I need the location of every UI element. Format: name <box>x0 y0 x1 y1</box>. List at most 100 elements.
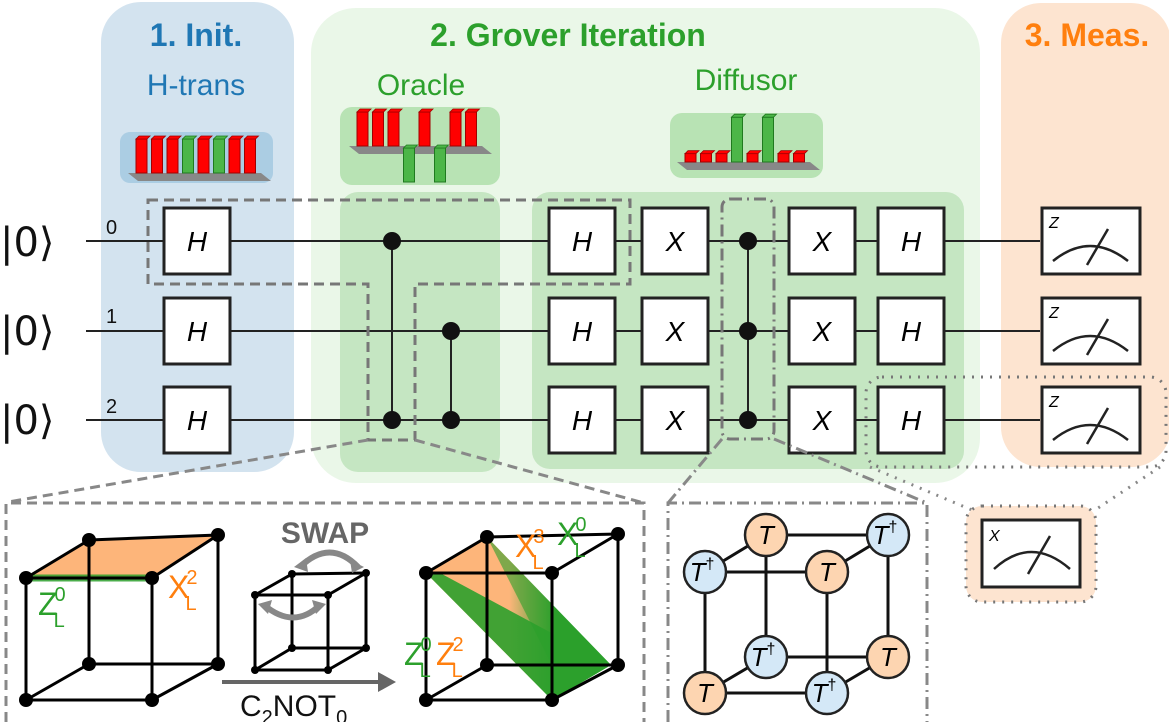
meter-arc-icon <box>1052 423 1129 441</box>
amplitude-bar-top <box>135 135 151 140</box>
amplitude-bar <box>213 138 225 174</box>
gate-label: H <box>572 226 593 257</box>
qubit-ket-0: |0⟩ <box>0 220 55 266</box>
amplitude-bar <box>762 116 774 163</box>
ccz-highlight-dashdot <box>720 197 776 441</box>
oracle-amplitude-histogram <box>349 108 492 183</box>
diagonal-plane-green <box>426 573 611 700</box>
z-measurement-meter: Z <box>1040 206 1142 276</box>
svg-text:T: T <box>880 642 898 672</box>
qubit-ket-2: |0⟩ <box>0 398 55 444</box>
amplitude-bar-top <box>212 135 229 140</box>
init-stage-title: 1. Init. <box>150 17 242 53</box>
amplitude-bar <box>465 111 477 147</box>
amplitude-bar-top <box>387 108 403 113</box>
svg-text:T: T <box>758 520 776 550</box>
amplitude-bar-top <box>464 108 481 113</box>
control-dot <box>383 411 401 429</box>
gate-label: X <box>812 226 833 257</box>
inset-connector <box>773 437 928 505</box>
t-gate-node: T <box>865 634 911 680</box>
gate-label: X <box>665 226 686 257</box>
inset-connector <box>414 438 645 505</box>
hadamard-gate: H <box>547 296 617 366</box>
hadamard-gate: H <box>547 206 617 276</box>
meter-needle-icon <box>1085 407 1110 445</box>
amplitude-bar-top <box>166 135 182 140</box>
svg-text:T†: T† <box>690 556 715 587</box>
hadamard-gate: H <box>876 385 946 455</box>
meas-stage-title: 3. Meas. <box>1025 17 1150 53</box>
control-dot <box>739 232 757 250</box>
hadamard-gate: H <box>876 206 946 276</box>
grover-stage-title: 2. Grover Iteration <box>430 17 706 53</box>
pauli-x-gate: X <box>787 385 857 455</box>
histogram-shelf <box>677 162 820 170</box>
svg-text:T†: T† <box>751 641 776 672</box>
amplitude-bar-top <box>150 135 167 140</box>
gate-label: H <box>901 405 922 436</box>
t-dagger-gate-node: T† <box>682 549 728 595</box>
gate-label: X <box>812 316 833 347</box>
meter-arc-icon <box>1052 244 1129 262</box>
amplitude-bar <box>372 111 384 147</box>
z-measurement-meter: Z <box>1040 385 1142 455</box>
gate-label: X <box>812 405 833 436</box>
gate-label: X <box>665 316 686 347</box>
meter-needle-icon <box>1085 228 1110 266</box>
amplitude-bar <box>244 138 256 174</box>
gate-label: H <box>187 405 208 436</box>
amplitude-bar-top <box>699 150 716 155</box>
diffusor-amplitude-histogram <box>677 113 820 170</box>
amplitude-bar <box>418 111 431 147</box>
t-dagger-gate-node: T† <box>743 634 789 680</box>
inset-connector <box>7 438 369 504</box>
hadamard-gate: H <box>162 296 232 366</box>
amplitude-bar-top <box>449 108 465 113</box>
inset-connector <box>869 465 973 512</box>
swap-label: SWAP <box>281 517 369 550</box>
amplitude-bar-top <box>197 135 213 140</box>
amplitude-bar <box>731 116 743 163</box>
amplitude-bar <box>387 111 400 147</box>
x-meas-basis-label: X <box>988 528 1001 545</box>
svg-text:T†: T† <box>812 677 837 708</box>
swap-arrow-icon <box>297 549 361 570</box>
z-meas-basis-label: Z <box>1048 305 1060 322</box>
pauli-x-gate: X <box>640 296 710 366</box>
amplitude-bar-top <box>356 108 372 113</box>
t-dagger-gate-node: T† <box>865 512 911 558</box>
gate-label: H <box>187 316 208 347</box>
amplitude-bar-top <box>433 144 450 149</box>
gate-label: X <box>665 405 686 436</box>
inset-connector <box>666 438 724 504</box>
svg-text:T: T <box>819 557 837 587</box>
t-gate-node: T <box>743 512 789 558</box>
z-meas-basis-label: Z <box>1048 215 1060 232</box>
swap-cube-icon: SWAP <box>251 517 370 674</box>
t-gate-node: T <box>804 549 850 595</box>
amplitude-bar-top <box>181 135 198 140</box>
pauli-x-gate: X <box>640 385 710 455</box>
amplitude-bar <box>356 111 369 147</box>
inset-connector <box>1094 465 1161 512</box>
control-dot <box>383 232 401 250</box>
amplitude-bar-top <box>684 150 700 155</box>
c2not0-label: C2NOT0 <box>240 690 347 722</box>
pauli-x-gate: X <box>640 206 710 276</box>
amplitude-bar-top <box>777 150 793 155</box>
gate-label: H <box>901 226 922 257</box>
amplitude-bar <box>715 153 728 163</box>
hadamard-gate: H <box>547 385 617 455</box>
amplitude-bar <box>700 153 712 163</box>
hadamard-gate: H <box>876 296 946 366</box>
amplitude-bar <box>684 153 697 163</box>
gate-label: H <box>572 405 593 436</box>
